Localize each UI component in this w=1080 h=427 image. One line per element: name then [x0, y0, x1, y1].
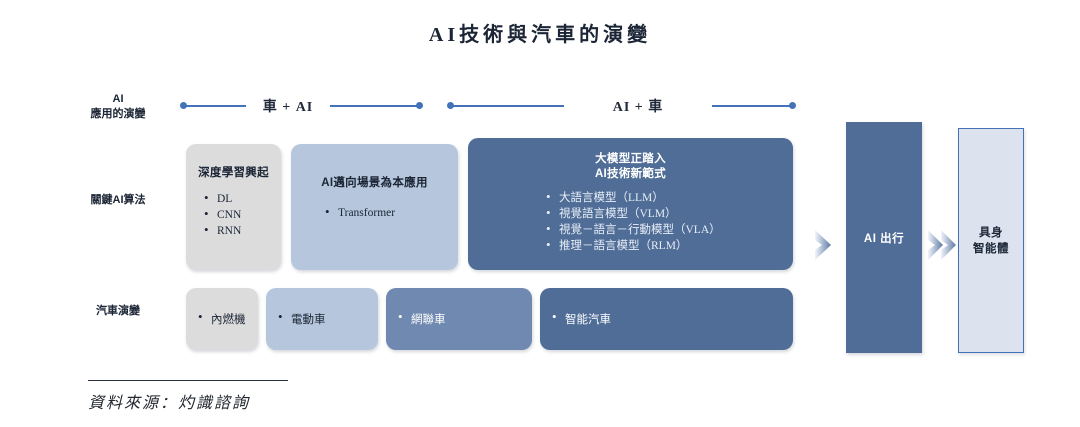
timeline-dot-end — [789, 102, 796, 109]
timeline-line-segment-2a — [452, 105, 564, 107]
automobile-card-2-label: 電動車 — [278, 309, 326, 327]
automobile-card-smart-vehicle: 智能汽車 — [540, 288, 793, 350]
automobile-card-connected-vehicle: 網聯車 — [386, 288, 532, 350]
automobile-card-3-label: 網聯車 — [398, 309, 446, 327]
timeline-label-ai-plus-car: AI + 車 — [612, 100, 664, 115]
row-label-ai-evolution-line2: 應用的演變 — [90, 108, 146, 120]
timeline-label-car-plus-ai: 車 + AI — [262, 100, 314, 115]
timeline-dot-mid-right — [447, 102, 454, 109]
algorithm-card-2-bullets: Transformer — [325, 204, 458, 221]
row-label-key-ai-algorithms: 關鍵AI算法 — [90, 194, 146, 206]
timeline-line-segment-1a — [186, 105, 246, 107]
source-divider — [88, 380, 288, 381]
algorithm-card-3-title-line2: AI技術新範式 — [594, 168, 667, 180]
timeline-line-segment-1b — [330, 105, 418, 107]
algorithm-card-2-title: AI邁向場景為本應用 — [321, 177, 428, 189]
algorithm-card-deep-learning: 深度學習興起 DL CNN RNN — [186, 144, 281, 270]
algorithm-card-3-title: 大模型正踏入 AI技術新範式 — [468, 152, 793, 182]
page-title: AI技術與汽車的演變 — [428, 24, 652, 46]
list-item: RNN — [204, 222, 281, 239]
list-item: 視覺－語言－行動模型（VLA） — [546, 221, 793, 238]
list-item: CNN — [204, 206, 281, 223]
chevron-right-icon-single — [814, 228, 836, 267]
timeline-dot-start — [180, 102, 187, 109]
automobile-card-combustion-engine: 內燃機 — [186, 288, 258, 350]
timeline-dot-mid-left — [416, 102, 423, 109]
list-item: 大語言模型（LLM） — [546, 189, 793, 206]
row-label-ai-evolution: AI 應用的演變 — [62, 92, 174, 122]
algorithm-card-1-bullets: DL CNN RNN — [204, 190, 281, 239]
chevron-right-icon-double — [928, 228, 958, 267]
panel-embodied-label-line1: 具身 — [979, 226, 1003, 239]
list-item: DL — [204, 190, 281, 207]
list-item: 視覺語言模型（VLM） — [546, 205, 793, 222]
automobile-card-electric-vehicle: 電動車 — [266, 288, 378, 350]
panel-embodied-label: 具身 智能體 — [973, 225, 1009, 257]
automobile-card-1-label: 內燃機 — [198, 309, 246, 327]
algorithm-card-3-title-line1: 大模型正踏入 — [595, 153, 666, 165]
panel-ai-mobility: AI 出行 — [846, 122, 922, 353]
panel-ai-mobility-label: AI 出行 — [863, 232, 905, 245]
algorithm-card-scenario-applications: AI邁向場景為本應用 Transformer — [291, 144, 458, 270]
panel-embodied-intelligence: 具身 智能體 — [958, 128, 1024, 353]
algorithm-card-3-bullets: 大語言模型（LLM） 視覺語言模型（VLM） 視覺－語言－行動模型（VLA） 推… — [546, 189, 793, 254]
algorithm-card-large-models: 大模型正踏入 AI技術新範式 大語言模型（LLM） 視覺語言模型（VLM） 視覺… — [468, 138, 793, 270]
row-label-ai-evolution-line1: AI — [112, 93, 124, 105]
list-item: Transformer — [325, 204, 458, 221]
list-item: 推理－語言模型（RLM） — [546, 237, 793, 254]
source-note: 資料來源：灼識諮詢 — [88, 395, 251, 412]
row-label-automobile-evolution: 汽車演變 — [96, 305, 140, 317]
panel-embodied-label-line2: 智能體 — [973, 242, 1009, 255]
automobile-card-4-label: 智能汽車 — [552, 309, 611, 327]
timeline-line-segment-2b — [712, 105, 792, 107]
algorithm-card-1-title: 深度學習興起 — [198, 167, 269, 179]
